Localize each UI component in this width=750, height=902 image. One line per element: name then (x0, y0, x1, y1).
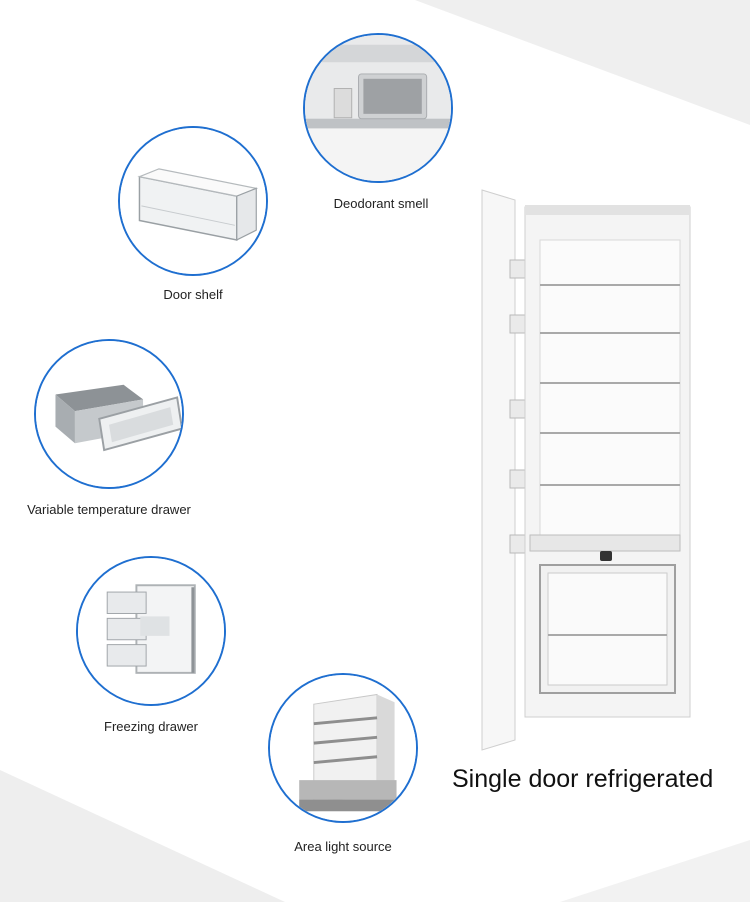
area-light-feature-circle (268, 673, 418, 823)
freezing-drawer-caption: Freezing drawer (104, 719, 198, 734)
door-shelf-caption: Door shelf (163, 287, 223, 302)
refrigerator-photo (481, 189, 691, 751)
variable-drawer-caption: Variable temperature drawer (27, 502, 191, 517)
deodorant-filter-photo (305, 35, 451, 181)
crisper-drawer-photo (36, 341, 182, 487)
variable-drawer-feature-circle (34, 339, 184, 489)
deodorant-feature-circle (303, 33, 453, 183)
area-light-caption: Area light source (294, 839, 392, 854)
freezer-drawer-photo (78, 558, 224, 704)
freezing-drawer-feature-circle (76, 556, 226, 706)
product-title: Single door refrigerated (452, 765, 714, 793)
door-shelf-photo (120, 128, 266, 274)
deodorant-caption: Deodorant smell (333, 196, 429, 211)
lit-shelves-photo (270, 675, 416, 821)
door-shelf-feature-circle (118, 126, 268, 276)
